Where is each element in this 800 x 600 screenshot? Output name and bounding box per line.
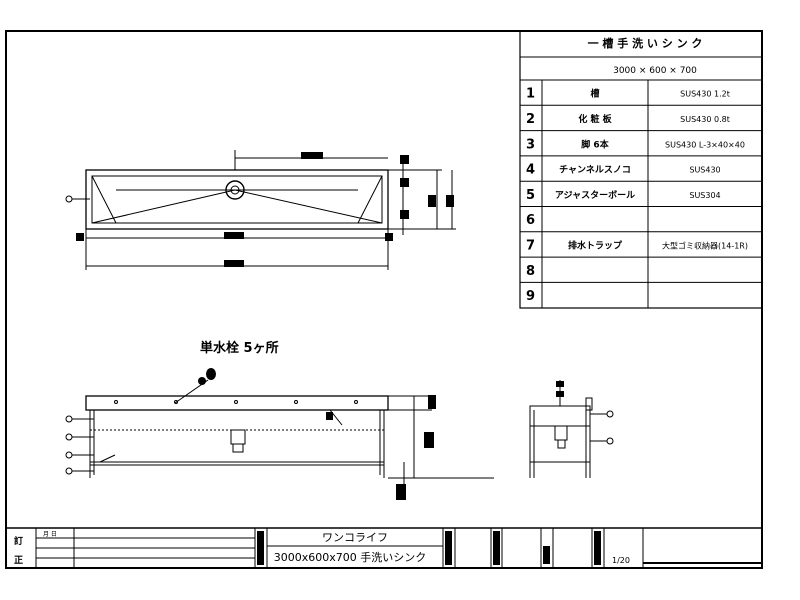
side-marks: [556, 381, 564, 397]
front-dimension-marks: [198, 368, 436, 500]
part-spec: SUS430 1.2t: [680, 90, 730, 99]
drain-outer: [225, 180, 245, 200]
faucet-note: 単水栓 5ヶ所: [200, 340, 279, 356]
part-name: チャンネルスノコ: [559, 165, 631, 176]
sink-bowl-outline: [91, 175, 383, 224]
part-number: 9: [526, 289, 535, 304]
sink-top-outline: [85, 169, 389, 230]
part-number: 6: [526, 213, 535, 228]
drain-inner: [230, 185, 240, 195]
front-counter: [85, 395, 389, 411]
side-elevation: [529, 380, 607, 478]
drawing-border: [5, 30, 763, 569]
part-spec: 大型ゴミ収納器(14-1R): [662, 240, 748, 250]
part-name: 脚 6本: [581, 138, 609, 150]
part-number: 5: [526, 188, 535, 203]
drawing-title: 3000x600x700 手洗いシンク: [274, 550, 427, 564]
part-name: 化 粧 板: [578, 113, 612, 125]
side-callouts: [606, 410, 614, 445]
part-number: 1: [526, 87, 535, 102]
plan-view: [72, 150, 456, 270]
part-number: 4: [526, 163, 535, 178]
part-spec: SUS304: [689, 191, 720, 200]
revision-header: 月 日: [43, 531, 57, 538]
revision-label-2: 正: [14, 555, 23, 566]
part-number: 7: [526, 238, 535, 253]
part-name: 排水トラップ: [568, 239, 623, 251]
table-title: 一 槽 手 洗 い シ ン ク: [588, 36, 703, 50]
part-number: 2: [526, 112, 535, 127]
title-block-small-labels: [257, 531, 601, 565]
part-spec: SUS430 0.8t: [680, 115, 730, 124]
part-name: アジャスターボール: [555, 189, 635, 201]
front-elevation: [72, 379, 494, 500]
callout-1-plan: [65, 195, 73, 203]
revision-label-1: 訂: [14, 535, 23, 547]
table-size: 3000 × 600 × 700: [613, 66, 697, 76]
front-faucet-holes: [114, 400, 358, 404]
part-spec: SUS430 L-3×40×40: [665, 140, 745, 149]
part-number: 3: [526, 137, 535, 152]
company-name: ワンコライフ: [322, 531, 388, 544]
drawing-scale: 1/20: [612, 556, 630, 565]
part-number: 8: [526, 264, 535, 279]
part-name: 槽: [590, 88, 599, 100]
part-spec: SUS430: [689, 166, 720, 175]
plan-dimension-marks: [76, 152, 454, 267]
bottom-title-block: [5, 527, 763, 569]
front-callouts: [65, 415, 73, 475]
parts-table: 一 槽 手 洗 い シ ン ク 3000 × 600 × 700 1 槽 SUS43…: [519, 30, 763, 309]
